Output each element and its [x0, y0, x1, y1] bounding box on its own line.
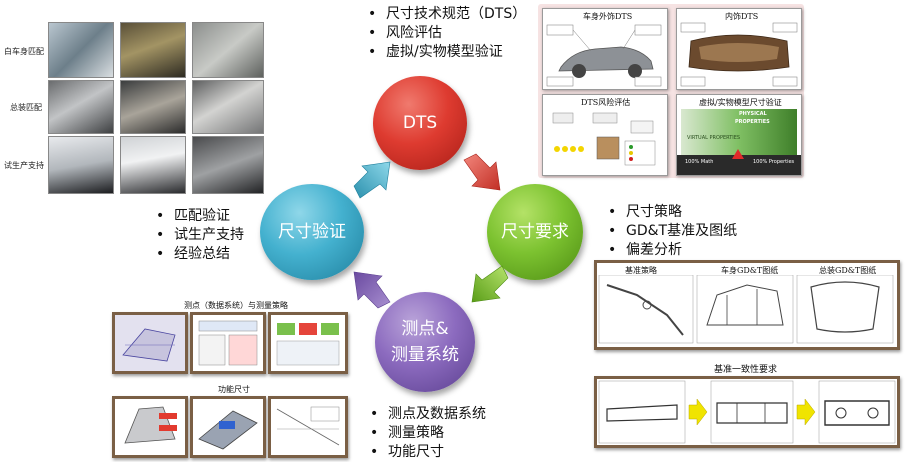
photo-body-match-2: [120, 22, 186, 78]
verification-circle-label: 尺寸验证: [278, 221, 346, 242]
dts-risk-panel: DTS风险评估: [542, 94, 668, 176]
measurement-system-thumb-2: [190, 312, 266, 374]
photo-pilot-1: [48, 136, 114, 194]
arrow-measurement-to-verification: [353, 271, 391, 309]
math-label: 100% Math: [685, 159, 714, 165]
photo-assembly-match-1: [48, 80, 114, 134]
dashboard-sketch: [680, 22, 798, 87]
dts-bullet-2: 风险评估: [368, 24, 526, 43]
photo-pilot-2: [120, 136, 186, 194]
datum-consistency-sketches: [598, 380, 896, 444]
verification-bullet-1: 匹配验证: [156, 207, 244, 226]
risk-assessment-sketch: [552, 112, 656, 166]
requirement-bullet-1: 尺寸策略: [608, 203, 737, 222]
car-exterior-sketch: [546, 24, 662, 87]
verification-bullet-3: 经验总结: [156, 245, 244, 264]
measurement-circle-label-2: 测量系统: [391, 345, 459, 365]
arrow-verification-to-dts: [353, 161, 391, 199]
dts-interior-panel: 内饰DTS: [676, 8, 802, 90]
dts-bullet-3: 虚拟/实物模型验证: [368, 43, 526, 62]
dts-model-validation-title: 虚拟/实物模型尺寸验证: [699, 98, 782, 107]
measurement-system-thumb-3: [268, 312, 348, 374]
datum-consistency-frame: [594, 376, 900, 448]
functional-dimension-title: 功能尺寸: [218, 385, 250, 394]
dts-risk-title: DTS风险评估: [581, 98, 631, 107]
photo-assembly-match-2: [120, 80, 186, 134]
gdt-drawing-sketches: [598, 275, 894, 344]
requirement-bullet-2: GD&T基准及图纸: [608, 222, 737, 241]
functional-section-sketch: [198, 410, 258, 450]
photo-pilot-3: [192, 136, 264, 194]
photo-body-match-1: [48, 22, 114, 78]
requirement-bullet-list: 尺寸策略 GD&T基准及图纸 偏差分析: [608, 203, 737, 260]
arrow-dts-to-requirement: [463, 153, 501, 191]
photo-row-label-assembly: 总装匹配: [10, 103, 42, 112]
gdt-drawings-frame: 基准策略 车身GD&T图纸 总装GD&T图纸: [594, 260, 900, 350]
photo-row-label-body: 白车身匹配: [4, 47, 44, 56]
functional-thumb-1: [112, 396, 188, 458]
functional-thumb-2: [190, 396, 266, 458]
measurement-bullet-list: 测点及数据系统 测量策略 功能尺寸: [370, 405, 486, 462]
photo-body-match-3: [192, 22, 264, 78]
dts-circle-label: DTS: [402, 112, 438, 133]
functional-drawing-sketch: [276, 406, 340, 446]
measurement-circle: 测点& 测量系统: [375, 292, 475, 392]
assembly-gdt-title: 总装GD&T图纸: [819, 266, 877, 275]
dts-bullet-list: 尺寸技术规范（DTS） 风险评估 虚拟/实物模型验证: [368, 5, 526, 62]
measurement-table-sketch: [198, 320, 258, 366]
photo-assembly-match-3: [192, 80, 264, 134]
datum-consistency-title: 基准一致性要求: [714, 365, 778, 375]
photo-row-label-pilot: 试生产支持: [4, 161, 44, 170]
measurement-system-title: 测点（数据系统）与测量策略: [184, 301, 288, 310]
requirement-bullet-3: 偏差分析: [608, 241, 737, 260]
properties-label: PROPERTIES: [735, 119, 770, 125]
requirement-circle-label: 尺寸要求: [501, 221, 569, 242]
verification-circle: 尺寸验证: [260, 184, 364, 280]
measurement-bullet-2: 测量策略: [370, 424, 486, 443]
dts-circle: DTS: [373, 76, 467, 170]
functional-thumb-3: [268, 396, 348, 458]
dts-bullet-1: 尺寸技术规范（DTS）: [368, 5, 526, 24]
virtual-properties-label: VIRTUAL PROPERTIES: [687, 135, 741, 141]
measurement-bullet-3: 功能尺寸: [370, 443, 486, 462]
verification-bullet-list: 匹配验证 试生产支持 经验总结: [156, 207, 244, 264]
dts-model-validation-panel: 虚拟/实物模型尺寸验证 PHYSICAL PROPERTIES VIRTUAL …: [676, 94, 802, 176]
measurement-circle-label-1: 测点&: [401, 318, 449, 339]
datum-strategy-title: 基准策略: [625, 266, 657, 275]
physical-label: PHYSICAL: [739, 111, 767, 117]
props-label: 100% Properties: [753, 159, 795, 165]
dts-exterior-panel: 车身外饰DTS: [542, 8, 668, 90]
measurement-chart-sketch: [276, 323, 340, 366]
measurement-bullet-1: 测点及数据系统: [370, 405, 486, 424]
body-gdt-title: 车身GD&T图纸: [721, 266, 779, 275]
requirement-circle: 尺寸要求: [487, 184, 583, 280]
dts-interior-title: 内饰DTS: [725, 12, 759, 21]
validation-footer: [677, 155, 801, 175]
arrow-requirement-to-measurement: [471, 265, 509, 303]
measurement-system-thumb-1: [112, 312, 188, 374]
measurement-3d-sketch: [122, 328, 176, 362]
functional-3d-sketch: [124, 406, 177, 444]
dts-exterior-title: 车身外饰DTS: [583, 12, 633, 21]
triangle-marker-icon: [732, 149, 744, 159]
verification-bullet-2: 试生产支持: [156, 226, 244, 245]
